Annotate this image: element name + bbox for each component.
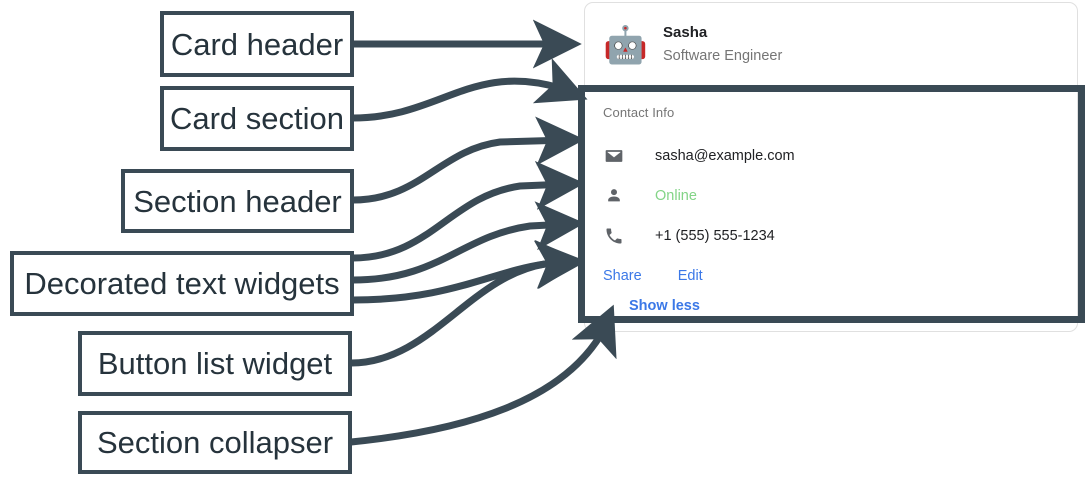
callout-card-section: Card section	[160, 86, 354, 151]
card-section: Contact Info sasha@example.com	[585, 87, 1077, 315]
callout-card-header-label: Card header	[170, 26, 344, 62]
callout-card-section-label: Card section	[169, 101, 345, 136]
card-header-text: Sasha Software Engineer	[663, 23, 782, 67]
callout-section-collapser-label: Section collapser	[96, 425, 334, 460]
decorated-text-widget-status: Online	[603, 176, 1077, 216]
decorated-text-widget-email-label: sasha@example.com	[655, 148, 795, 164]
decorated-text-widget-phone-label: +1 (555) 555-1234	[655, 228, 775, 244]
phone-icon	[603, 225, 625, 247]
show-less-button[interactable]: Show less	[629, 298, 700, 314]
decorated-text-widget-phone: +1 (555) 555-1234	[603, 216, 1077, 256]
callout-decorated-text-widgets-label: Decorated text widgets	[24, 266, 340, 301]
edit-button[interactable]: Edit	[677, 268, 703, 284]
callout-section-collapser: Section collapser	[78, 411, 352, 474]
email-icon	[603, 145, 625, 167]
contact-card: 🤖 Sasha Software Engineer Contact Info s…	[584, 2, 1078, 332]
robot-avatar-icon: 🤖	[603, 24, 648, 65]
callout-button-list-widget-label: Button list widget	[97, 346, 333, 381]
section-header: Contact Info	[603, 105, 675, 120]
card-header-subtitle: Software Engineer	[663, 48, 783, 64]
callout-section-header: Section header	[121, 169, 354, 233]
card-header: 🤖 Sasha Software Engineer	[585, 3, 1077, 87]
person-icon	[603, 185, 625, 207]
card-header-title: Sasha	[663, 24, 708, 41]
button-list-widget: Share Edit	[603, 260, 1077, 292]
callout-section-header-label: Section header	[133, 183, 342, 219]
share-button[interactable]: Share	[603, 268, 642, 284]
decorated-text-widget-email: sasha@example.com	[603, 136, 1077, 176]
callout-decorated-text-widgets: Decorated text widgets	[10, 251, 354, 316]
callout-card-header: Card header	[160, 11, 354, 77]
decorated-text-widget-status-label: Online	[655, 188, 697, 204]
callout-button-list-widget: Button list widget	[78, 331, 352, 396]
